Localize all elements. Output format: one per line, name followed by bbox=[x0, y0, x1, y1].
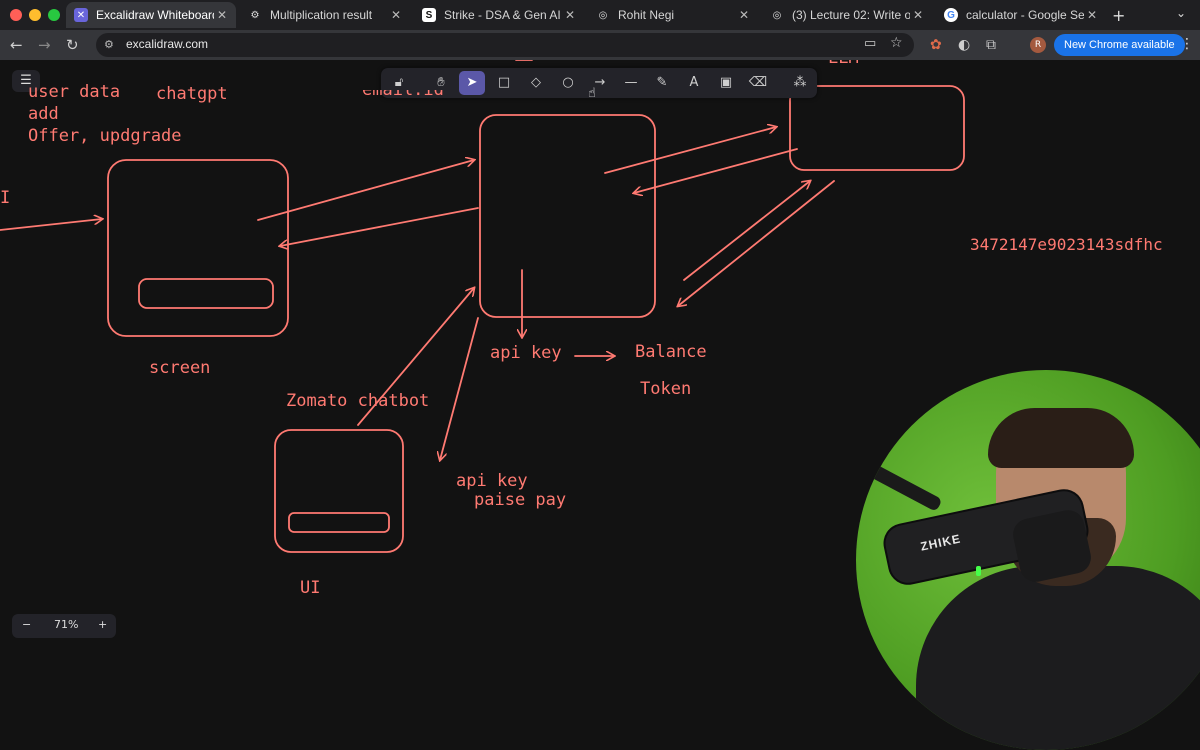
label-balance: Balance bbox=[635, 342, 707, 362]
label-user-data: user data bbox=[28, 82, 121, 102]
text-tool-icon[interactable]: A bbox=[689, 75, 699, 90]
label-offer: Offer, updgrade bbox=[28, 126, 182, 146]
drawing-layer bbox=[0, 60, 965, 553]
close-tab-icon[interactable]: ✕ bbox=[912, 8, 924, 22]
arrow-llm-to-server bbox=[634, 148, 798, 193]
excalidraw-icon: ✕ bbox=[74, 8, 88, 22]
label-paise-pay: paise pay bbox=[474, 490, 567, 510]
zoom-out-button[interactable]: − bbox=[22, 618, 32, 631]
close-tab-icon[interactable]: ✕ bbox=[390, 8, 402, 22]
label-add: add bbox=[28, 104, 59, 124]
ellipse-tool-icon[interactable]: ○ bbox=[562, 75, 574, 90]
tab-bar: ✕ Excalidraw Whiteboard ✕ ⚙ Multiplicati… bbox=[0, 0, 1200, 30]
hand-tool-icon[interactable]: ✋︎ bbox=[437, 75, 445, 90]
arrow-tool-icon[interactable]: → bbox=[594, 75, 606, 90]
eraser-tool-icon[interactable]: ⌫ bbox=[748, 75, 768, 90]
selection-tool-icon[interactable]: ➤ bbox=[459, 71, 485, 95]
close-tab-icon[interactable]: ✕ bbox=[216, 8, 228, 22]
label-email: email.id bbox=[362, 80, 444, 100]
minimize-window-button[interactable] bbox=[29, 9, 41, 21]
rectangle-tool-icon[interactable]: □ bbox=[497, 75, 511, 90]
zoom-in-button[interactable]: + bbox=[98, 618, 108, 631]
arrow-up-to-llm bbox=[683, 181, 810, 281]
more-tools-icon[interactable]: ⁂ bbox=[793, 75, 807, 90]
extension-toggle-icon[interactable]: ◐ bbox=[958, 37, 971, 53]
address-bar: ← → ↻ ⚙ excalidraw.com ▭ ☆ ✿ ◐ ⧉ R New C… bbox=[0, 30, 1200, 60]
label-llm: LLM bbox=[828, 60, 859, 68]
zoom-control: − 71% + bbox=[12, 614, 116, 638]
maximize-window-button[interactable] bbox=[48, 9, 60, 21]
label-token: Token bbox=[640, 379, 692, 399]
close-window-button[interactable] bbox=[10, 9, 22, 21]
mic-led-indicator bbox=[976, 566, 981, 576]
site-settings-icon[interactable]: ⚙ bbox=[104, 38, 114, 51]
label-hash: 3472147e9023143sdfhc bbox=[970, 235, 1163, 254]
tab-excalidraw[interactable]: ✕ Excalidraw Whiteboard ✕ bbox=[66, 2, 236, 28]
arrow-screen-to-server bbox=[257, 160, 474, 221]
tab-lecture[interactable]: ◎ (3) Lecture 02: Write our ... ✕ bbox=[762, 2, 932, 28]
tab-strike[interactable]: S Strike - DSA & Gen AI Co... ✕ bbox=[414, 2, 584, 28]
line-tool-icon[interactable]: — bbox=[624, 75, 638, 90]
label-screen: screen bbox=[149, 358, 211, 378]
arrow-ui-to-server bbox=[357, 288, 474, 426]
close-tab-icon[interactable]: ✕ bbox=[738, 8, 750, 22]
tab-rohit-negi[interactable]: ◎ Rohit Negi ✕ bbox=[588, 2, 758, 28]
globe-icon: ◎ bbox=[598, 9, 608, 21]
new-chrome-available-button[interactable]: New Chrome available bbox=[1054, 34, 1185, 56]
label-api-key: api key bbox=[490, 343, 562, 363]
close-tab-icon[interactable]: ✕ bbox=[1086, 8, 1098, 22]
omnibox[interactable]: ⚙ excalidraw.com ▭ ☆ bbox=[96, 33, 914, 57]
image-tool-icon[interactable]: ▣ bbox=[719, 75, 733, 90]
excalidraw-canvas[interactable]: ☰ 🔓︎ ✋︎ ➤ □ ◇ ○ → — ✎ A ▣ ⌫ ⁂ ☝ user dat… bbox=[0, 60, 1200, 659]
more-menu-icon[interactable]: ⋮ bbox=[1180, 36, 1194, 52]
llm-box bbox=[789, 85, 965, 171]
arrow-llm-down bbox=[678, 180, 835, 306]
back-button[interactable]: ← bbox=[10, 36, 23, 54]
openai-icon: ⚙ bbox=[250, 9, 260, 21]
ui-box bbox=[274, 429, 404, 553]
presenter-hair bbox=[988, 408, 1134, 468]
mic-arm bbox=[865, 462, 943, 512]
url-text[interactable]: excalidraw.com bbox=[126, 37, 209, 51]
arrow-server-to-llm bbox=[604, 127, 776, 174]
forward-button[interactable]: → bbox=[38, 36, 51, 54]
label-ui: UI bbox=[300, 578, 321, 598]
strike-icon: S bbox=[422, 8, 436, 22]
label-zomato-chatbot: Zomato chatbot bbox=[286, 391, 430, 411]
arrow-left-in bbox=[0, 219, 102, 231]
presenter-body bbox=[916, 566, 1200, 750]
draw-tool-icon[interactable]: ✎ bbox=[656, 75, 668, 90]
new-tab-button[interactable]: + bbox=[1112, 6, 1126, 25]
profile-avatar[interactable]: R bbox=[1030, 37, 1046, 53]
ui-input-box bbox=[288, 512, 390, 533]
arrow-server-to-apikey2 bbox=[440, 317, 479, 460]
bookmark-star-icon[interactable]: ☆ bbox=[890, 35, 903, 51]
pointer-cursor-icon: ☝ bbox=[588, 86, 596, 101]
screen-box bbox=[107, 159, 289, 337]
diamond-tool-icon[interactable]: ◇ bbox=[531, 75, 541, 90]
zoom-level[interactable]: 71% bbox=[54, 618, 79, 631]
excalidraw-toolbar: 🔓︎ ✋︎ ➤ □ ◇ ○ → — ✎ A ▣ ⌫ ⁂ bbox=[381, 68, 817, 98]
google-icon: G bbox=[944, 8, 958, 22]
label-chatgpt: chatgpt bbox=[156, 84, 228, 104]
main-menu-button[interactable]: ☰ bbox=[12, 70, 40, 92]
arrow-server-to-screen bbox=[280, 207, 479, 246]
extensions-puzzle-icon[interactable]: ⧉ bbox=[986, 37, 996, 53]
install-app-icon[interactable]: ▭ bbox=[864, 36, 877, 51]
tab-google[interactable]: G calculator - Google Search ✕ bbox=[936, 2, 1106, 28]
mic-brand-label: ZHIKE bbox=[919, 531, 963, 554]
reload-button[interactable]: ↻ bbox=[66, 36, 79, 54]
lock-tool-icon[interactable]: 🔓︎ bbox=[394, 75, 404, 90]
extension-icon[interactable]: ✿ bbox=[930, 37, 942, 53]
globe-icon: ◎ bbox=[772, 9, 782, 21]
label-i: I bbox=[0, 188, 11, 208]
tab-multiplication[interactable]: ⚙ Multiplication result ✕ bbox=[240, 2, 410, 28]
label-api-key-2: api key bbox=[456, 471, 528, 491]
tab-search-chevron-icon[interactable]: ⌄ bbox=[1176, 6, 1187, 20]
server-box bbox=[479, 114, 656, 318]
screen-input-box bbox=[138, 278, 274, 309]
close-tab-icon[interactable]: ✕ bbox=[564, 8, 576, 22]
